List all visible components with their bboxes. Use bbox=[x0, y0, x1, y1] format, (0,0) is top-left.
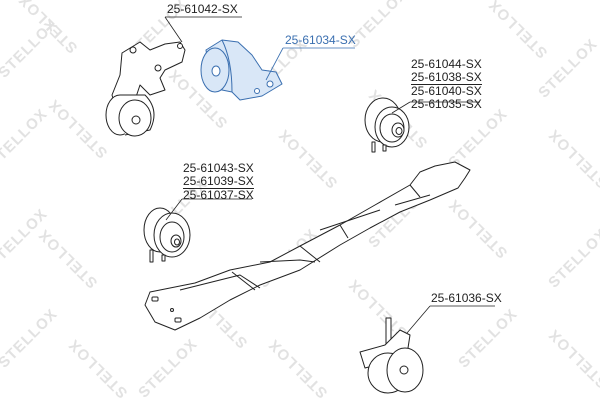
part-label-highlighted[interactable]: 25-61034-SX bbox=[285, 33, 356, 47]
right-side-mount-drawing bbox=[364, 97, 410, 153]
right-mount-label-group: 25-61044-SX 25-61038-SX 25-61040-SX 25-6… bbox=[411, 58, 482, 111]
left-side-mount-drawing bbox=[143, 207, 191, 263]
part-label[interactable]: 25-61038-SX bbox=[411, 70, 482, 85]
part-label[interactable]: 25-61043-SX bbox=[183, 161, 254, 175]
upper-mount-drawing bbox=[200, 39, 283, 101]
front-bracket-mount-drawing bbox=[105, 41, 186, 137]
left-mount-label-group: 25-61043-SX 25-61039-SX 25-61037-SX bbox=[183, 162, 254, 202]
part-label[interactable]: 25-61036-SX bbox=[431, 291, 502, 305]
part-label[interactable]: 25-61037-SX bbox=[183, 188, 254, 202]
part-label[interactable]: 25-61044-SX bbox=[411, 57, 482, 71]
part-label[interactable]: 25-61039-SX bbox=[183, 174, 254, 189]
part-label[interactable]: 25-61035-SX bbox=[411, 97, 482, 111]
crossmember-drawing bbox=[144, 161, 471, 331]
rear-mount-drawing bbox=[359, 317, 424, 394]
part-label[interactable]: 25-61040-SX bbox=[411, 84, 482, 98]
part-label[interactable]: 25-61042-SX bbox=[167, 2, 238, 16]
